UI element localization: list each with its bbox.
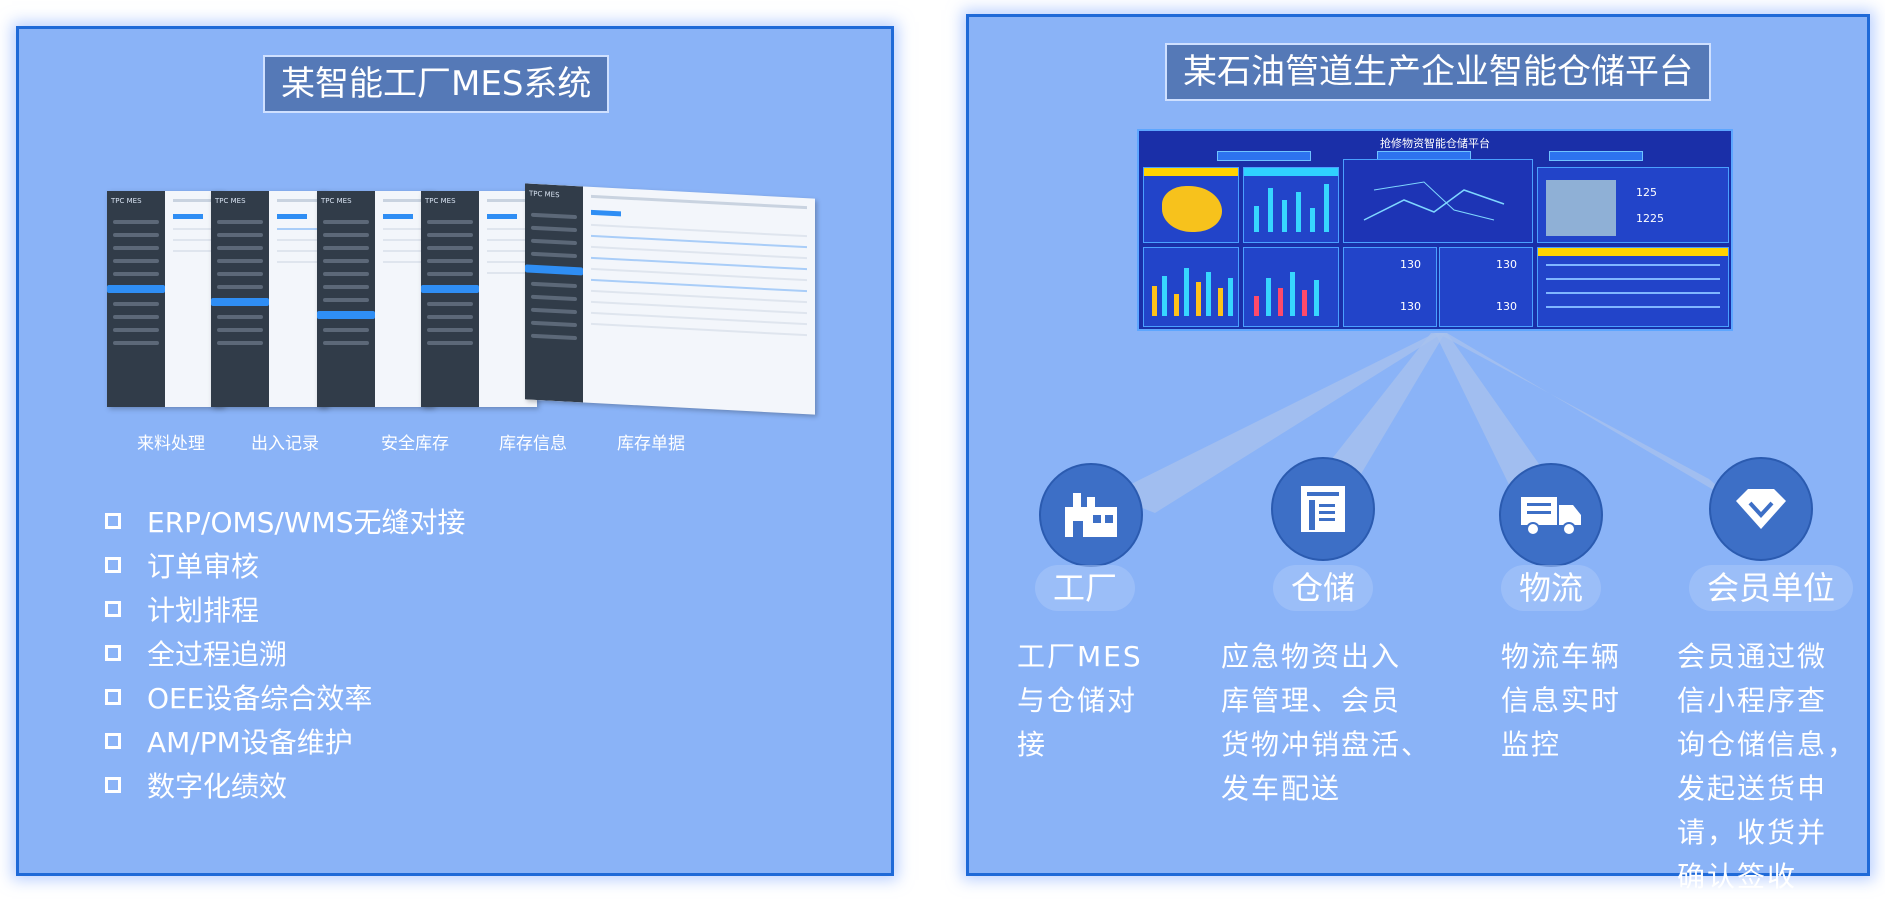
- feature-item: 全过程追溯: [105, 631, 466, 675]
- screen-caption-5: 库存单据: [617, 434, 685, 454]
- bar-tile-3: [1243, 247, 1339, 327]
- truck-cells-2: 130 130: [1439, 247, 1533, 327]
- mes-screen-5: TPC MES: [525, 183, 815, 415]
- logistics-description: 物流车辆 信息实时 监控: [1501, 640, 1622, 761]
- feature-item: 数字化绩效: [105, 763, 466, 807]
- route-map-tile: [1343, 159, 1533, 243]
- mes-screen-1: TPC MES: [107, 191, 223, 407]
- member-description: 会员通过微 信小程序查 询仓储信息， 发起送货申 请，收货并 确认签收: [1677, 640, 1858, 893]
- factory-label: 工厂: [1035, 565, 1136, 611]
- screen-caption-3: 安全库存: [381, 434, 449, 454]
- china-map-icon: [1162, 186, 1222, 232]
- feature-list: ERP/OMS/WMS无缝对接 订单审核 计划排程 全过程追溯 OEE设备综合效…: [105, 499, 466, 807]
- mes-panel-title: 某智能工厂MES系统: [263, 55, 610, 113]
- dashboard-title: 抢修物资智能仓储平台: [1380, 137, 1490, 150]
- checkbox-icon: [105, 689, 121, 705]
- warehouse-icon: [1301, 486, 1345, 532]
- stat-2: 1225: [1636, 212, 1664, 225]
- factory-icon: [1065, 493, 1117, 537]
- diamond-icon: [1736, 489, 1786, 529]
- bar-tile: [1243, 167, 1339, 243]
- feature-item: 计划排程: [105, 587, 466, 631]
- mes-screen-2: TPC MES: [211, 191, 327, 407]
- feature-item: OEE设备综合效率: [105, 675, 466, 719]
- factory-description: 工厂MES 与仓储对 接: [1017, 640, 1143, 761]
- truck-cells-1: 130 130: [1343, 247, 1437, 327]
- dashboard-screenshot: 抢修物资智能仓储平台 125 1225: [1137, 129, 1733, 331]
- mes-panel: 某智能工厂MES系统 TPC MES TPC MES TPC MES TPC M…: [16, 26, 894, 876]
- logistics-node: [1499, 463, 1603, 567]
- map-tile: [1143, 167, 1239, 243]
- truck-icon: [1521, 497, 1581, 536]
- screen-caption-2: 出入记录: [251, 434, 319, 454]
- member-label: 会员单位: [1689, 565, 1854, 611]
- warehouse-panel: 某石油管道生产企业智能仓储平台 抢修物资智能仓储平台 125 1225: [966, 14, 1870, 893]
- table-tile: [1537, 247, 1729, 327]
- warehouse-node: [1271, 457, 1375, 561]
- checkbox-icon: [105, 557, 121, 573]
- feature-item: 订单审核: [105, 543, 466, 587]
- screen-caption-1: 来料处理: [137, 434, 205, 454]
- feature-item: AM/PM设备维护: [105, 719, 466, 763]
- mes-screen-3: TPC MES: [317, 191, 433, 407]
- checkbox-icon: [105, 601, 121, 617]
- feature-item: ERP/OMS/WMS无缝对接: [105, 499, 466, 543]
- checkbox-icon: [105, 513, 121, 529]
- stat-1: 125: [1636, 186, 1657, 199]
- member-node: [1709, 457, 1813, 561]
- warehouse-label: 仓储: [1273, 565, 1374, 611]
- checkbox-icon: [105, 645, 121, 661]
- building-tile: 125 1225: [1537, 167, 1729, 243]
- mes-screen-4: TPC MES: [421, 191, 537, 407]
- warehouse-panel-title: 某石油管道生产企业智能仓储平台: [1165, 43, 1711, 101]
- screen-caption-4: 库存信息: [499, 434, 567, 454]
- checkbox-icon: [105, 777, 121, 793]
- checkbox-icon: [105, 733, 121, 749]
- factory-node: [1039, 463, 1143, 567]
- warehouse-description: 应急物资出入 库管理、会员 货物冲销盘活、 发车配送: [1221, 640, 1432, 805]
- logistics-label: 物流: [1501, 565, 1602, 611]
- bar-tile-2: [1143, 247, 1239, 327]
